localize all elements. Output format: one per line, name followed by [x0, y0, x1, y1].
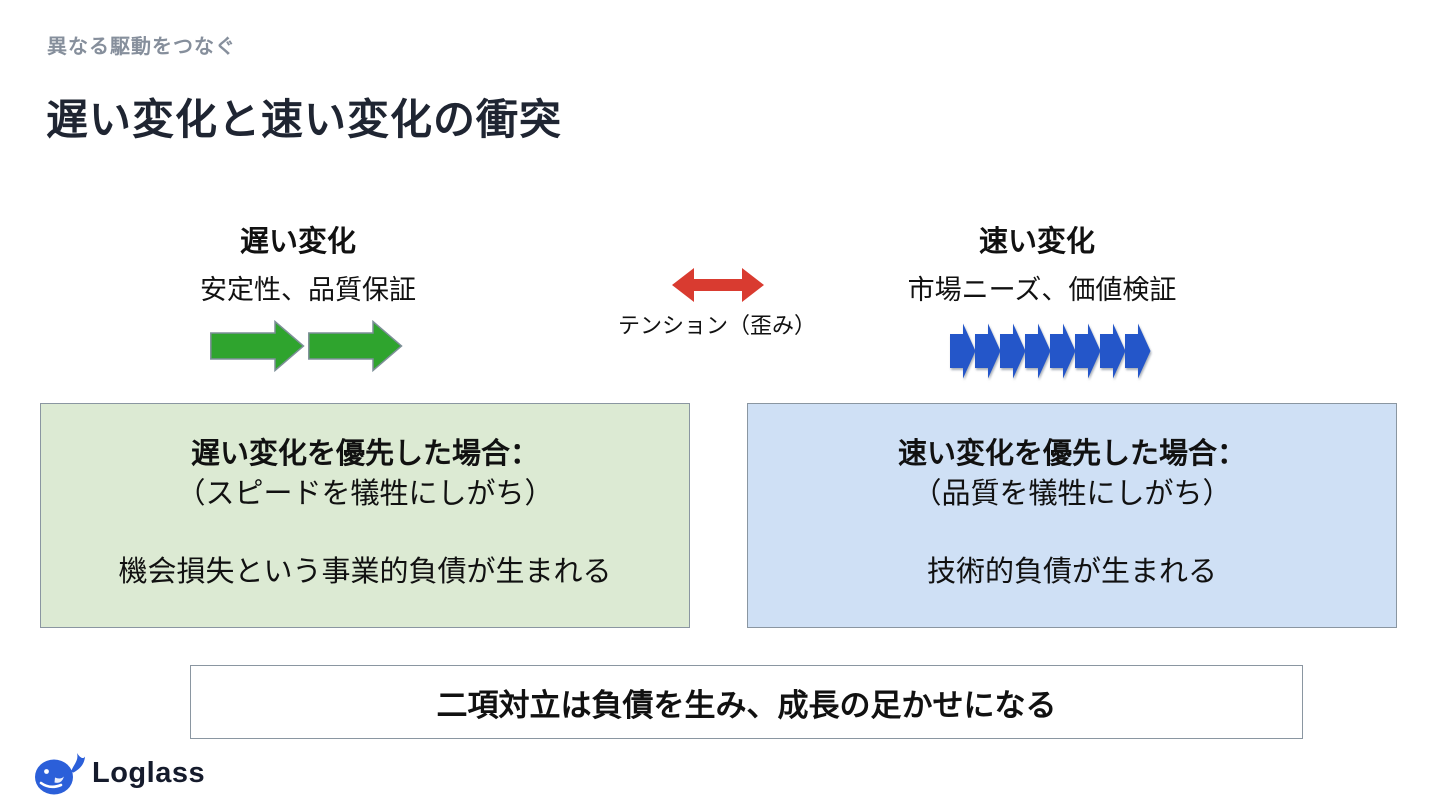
slow-priority-subtitle: （スピードを犠牲にしがち）: [176, 478, 554, 510]
tension-label: テンション（歪み）: [617, 313, 816, 338]
slow-priority-box: 遅い変化を優先した場合： （スピードを犠牲にしがち） 機会損失という事業的負債が…: [40, 403, 690, 628]
brand-text: Loglass: [92, 756, 206, 789]
conclusion-text: 二項対立は負債を生み、成長の足かせになる: [436, 687, 1057, 723]
slow-change-subheading: 安定性、品質保証: [200, 275, 416, 305]
double-arrow-shape: [672, 268, 764, 302]
slow-priority-title: 遅い変化を優先した場合：: [190, 438, 539, 470]
eyebrow-label: 異なる駆動をつなぐ: [47, 36, 236, 58]
fast-priority-box: 速い変化を優先した場合： （品質を犠牲にしがち） 技術的負債が生まれる: [747, 403, 1397, 628]
page-title: 遅い変化と速い変化の衝突: [46, 96, 563, 143]
loglass-logo: Loglass: [33, 750, 205, 796]
conclusion-box: 二項対立は負債を生み、成長の足かせになる: [190, 665, 1303, 739]
whale-icon: [35, 753, 85, 795]
slow-priority-result: 機会損失という事業的負債が生まれる: [118, 556, 612, 588]
tension-double-arrow-icon: [672, 268, 764, 307]
fast-priority-title: 速い変化を優先した場合：: [897, 438, 1246, 470]
fast-change-subheading: 市場ニーズ、価値検証: [907, 275, 1177, 305]
slow-change-arrows-icon: [210, 320, 403, 372]
fast-priority-result: 技術的負債が生まれる: [926, 556, 1217, 588]
fast-change-heading: 速い変化: [978, 226, 1095, 258]
slow-change-heading: 遅い変化: [239, 226, 356, 258]
fast-change-arrows-icon: [950, 323, 1151, 379]
fast-priority-subtitle: （品質を犠牲にしがち）: [912, 478, 1232, 510]
